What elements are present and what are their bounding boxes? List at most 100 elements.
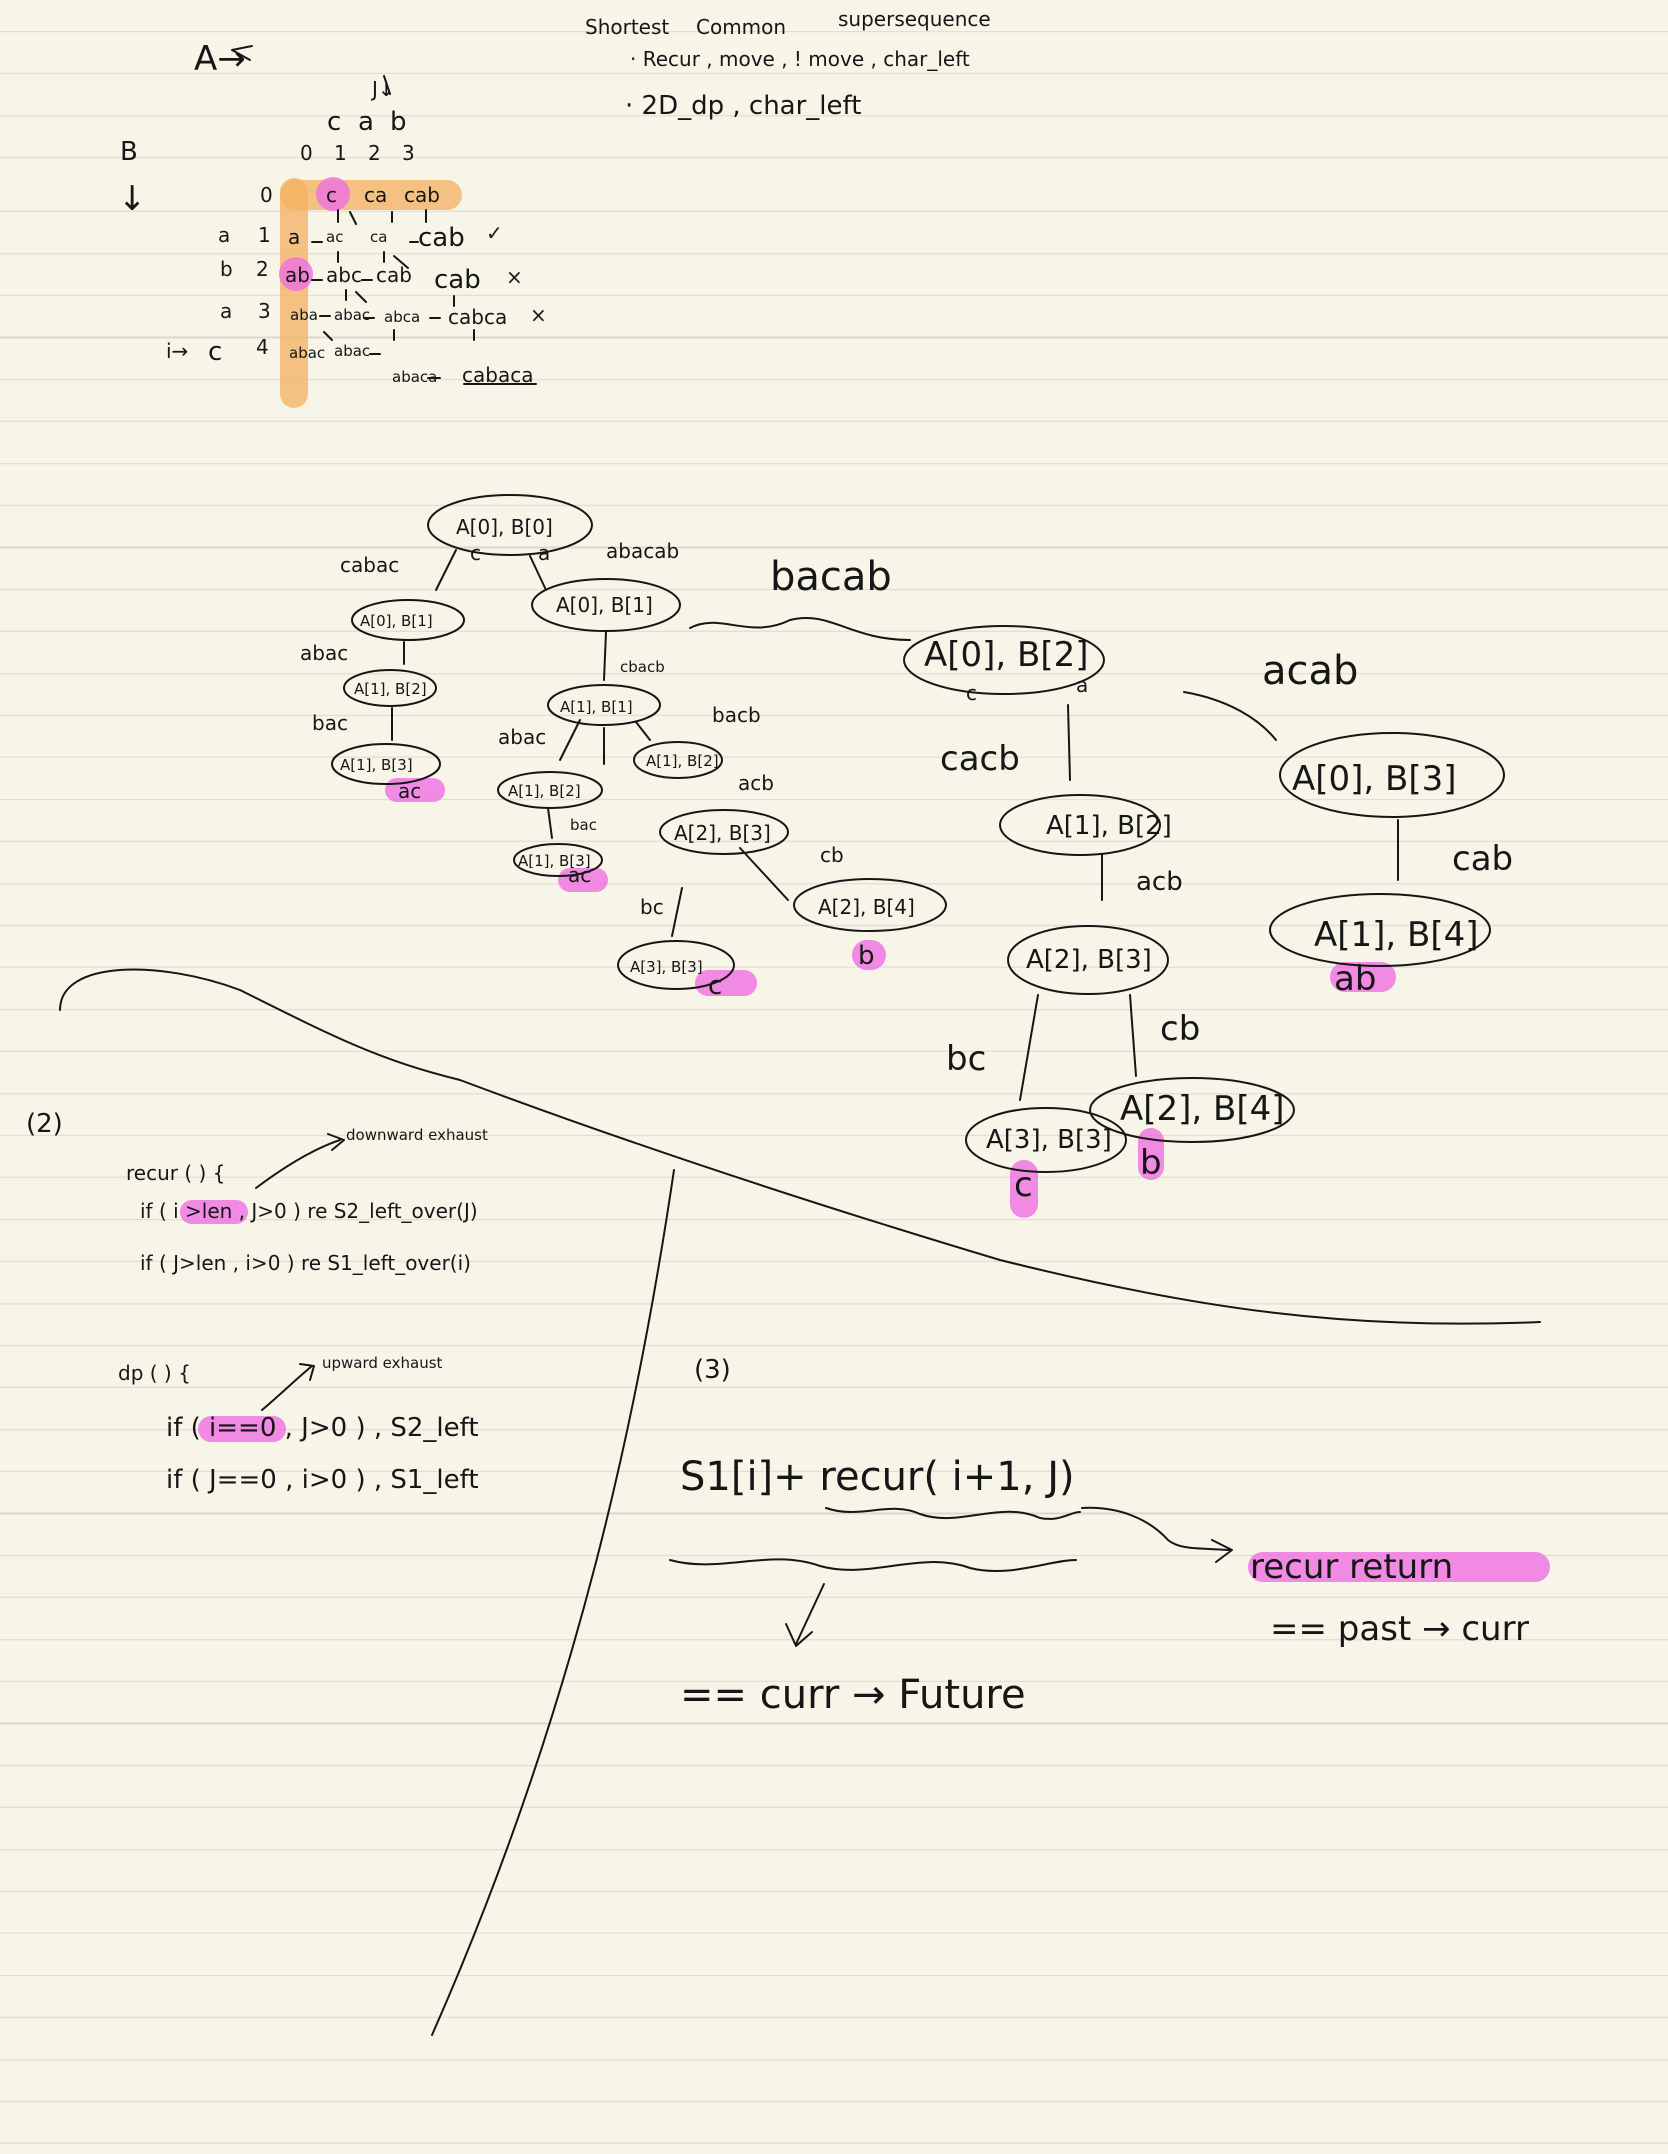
orange-column-highlight: [280, 178, 308, 408]
right-label-cacb: cacb: [940, 739, 1020, 779]
recursion-tree: A[0], B[0] cabac abacab c a A[0], B[1] a…: [59, 494, 1541, 2036]
row-char-a3: a: [220, 299, 232, 323]
right-n3-note-bc: bc: [946, 1039, 986, 1079]
downward-note: downward exhaust: [346, 1126, 488, 1144]
mid-n8-note: cb: [820, 843, 844, 867]
mark-x-2: ×: [530, 303, 547, 327]
mark-check: ✓: [486, 221, 503, 245]
pink-result-ac-mid: [558, 868, 608, 892]
right-n2: A[1], B[2]: [1046, 811, 1172, 841]
section-3-number: (3): [694, 1355, 731, 1385]
cell-3-1: abac: [334, 306, 370, 324]
root-left-result: cabac: [340, 553, 399, 577]
col-char-c: c: [327, 107, 341, 137]
pink-cell-ab: [279, 257, 313, 291]
left-n3: A[1], B[3]: [340, 756, 413, 774]
section-3-expression: S1[i]+ recur( i+1, J): [680, 1454, 1075, 1500]
cell-1-2: ca: [370, 228, 387, 246]
mid-n3-note: bacb: [712, 703, 761, 727]
right-label-bacab: bacab: [770, 554, 892, 600]
pink-recur-return: [1248, 1552, 1550, 1582]
left-n2-note: bac: [312, 711, 348, 735]
table-arrows: [231, 45, 537, 385]
section-2: (2) recur ( ) { downward exhaust if ( i …: [26, 1109, 488, 1495]
cell-3-3: cabca: [448, 305, 507, 329]
bullet-recur: · Recur , move , ! move , char_left: [630, 47, 970, 71]
left-n3-result: ac: [398, 779, 421, 803]
mid-n3: A[1], B[2]: [646, 752, 719, 770]
bullet-dp: · 2D_dp , char_left: [625, 91, 861, 121]
cell-4-0: abac: [289, 344, 325, 362]
mid-n7: A[3], B[3]: [630, 958, 703, 976]
cell-1-1: ac: [326, 228, 343, 246]
section-3-right-label: recur return: [1250, 1547, 1453, 1587]
cell-2-3: cab: [434, 265, 481, 295]
far-n2-result: ab: [1334, 959, 1376, 999]
left-n2: A[1], B[2]: [354, 680, 427, 698]
title-word-1: Shortest: [585, 15, 669, 39]
cell-0-3: cab: [404, 183, 440, 207]
cell-1-3: cab: [418, 223, 465, 253]
dp-head: dp ( ) {: [118, 1361, 191, 1385]
tree-ovals: [331, 494, 1505, 1173]
col-idx-2: 2: [368, 141, 381, 165]
mid-n2-note: abac: [498, 725, 546, 749]
dp-table: A→ B ↓ J↓ c a b 0 1 2 3 0 a 1 b 2 a 3 i→…: [118, 39, 547, 387]
pink-result-b-mid: [852, 940, 886, 970]
mid-n5: A[1], B[3]: [518, 852, 591, 870]
header: Shortest Common supersequence · Recur , …: [585, 7, 991, 121]
root-right-result: abacab: [606, 539, 679, 563]
right-n2-note: acb: [1136, 867, 1183, 897]
section-3-left-eq: == curr → Future: [680, 1672, 1026, 1718]
pink-result-ab-far: [1330, 962, 1396, 992]
root-char-a: a: [538, 541, 550, 565]
cell-0-1: c: [326, 183, 337, 207]
b-down-arrow: ↓: [118, 179, 147, 219]
right-n1-char-a: a: [1076, 673, 1088, 697]
recur-head: recur ( ) {: [126, 1161, 225, 1185]
tree-edges: [59, 549, 1541, 2036]
right-n4: A[3], B[3]: [986, 1125, 1112, 1155]
right-n4-result: c: [1014, 1165, 1033, 1205]
mid-n4-note: bac: [570, 816, 597, 834]
pink-cell-c: [316, 177, 350, 211]
highlights: [180, 177, 1550, 1582]
section-2-number: (2): [26, 1109, 63, 1139]
row-idx-3: 3: [258, 299, 271, 323]
cell-2-1: abc: [326, 263, 362, 287]
col-idx-0: 0: [300, 141, 313, 165]
cell-0-2: ca: [364, 183, 387, 207]
right-n5: A[2], B[4]: [1120, 1089, 1285, 1129]
mid-n1-result: cbacb: [620, 658, 665, 676]
mid-n6: A[2], B[3]: [674, 821, 771, 845]
mid-n8: A[2], B[4]: [818, 895, 915, 919]
mid-n8-result: b: [858, 941, 875, 971]
right-n3: A[2], B[3]: [1026, 945, 1152, 975]
far-n1-note: cab: [1452, 839, 1513, 879]
col-char-b: b: [390, 107, 407, 137]
far-n1: A[0], B[3]: [1292, 759, 1457, 799]
mid-n7-result: c: [708, 971, 722, 1001]
row-char-a1: a: [218, 223, 230, 247]
dp-line-1: if ( i==0 , J>0 ) , S2_left: [166, 1413, 479, 1443]
mark-x-1: ×: [506, 265, 523, 289]
dp-line-2: if ( J==0 , i>0 ) , S1_left: [166, 1465, 479, 1495]
j-marker: J↓: [370, 77, 395, 101]
row-idx-1: 1: [258, 223, 271, 247]
root-char-c: c: [470, 541, 481, 565]
mid-n7-note: bc: [640, 895, 664, 919]
recur-line-2: if ( J>len , i>0 ) re S1_left_over(i): [140, 1251, 471, 1275]
far-n2: A[1], B[4]: [1314, 915, 1479, 955]
section-3-right-eq: == past → curr: [1270, 1609, 1529, 1649]
recur-line-1: if ( i >len , J>0 ) re S2_left_over(J): [140, 1199, 478, 1223]
cell-1-0: a: [288, 225, 300, 249]
cell-2-0: ab: [285, 263, 310, 287]
cell-3-2: abca: [384, 308, 420, 326]
pink-recur-cond: [180, 1200, 248, 1224]
row-char-b: b: [220, 257, 233, 281]
right-n1: A[0], B[2]: [924, 635, 1089, 675]
cell-4-1: abac: [334, 342, 370, 360]
right-n1-char-c: c: [966, 681, 977, 705]
